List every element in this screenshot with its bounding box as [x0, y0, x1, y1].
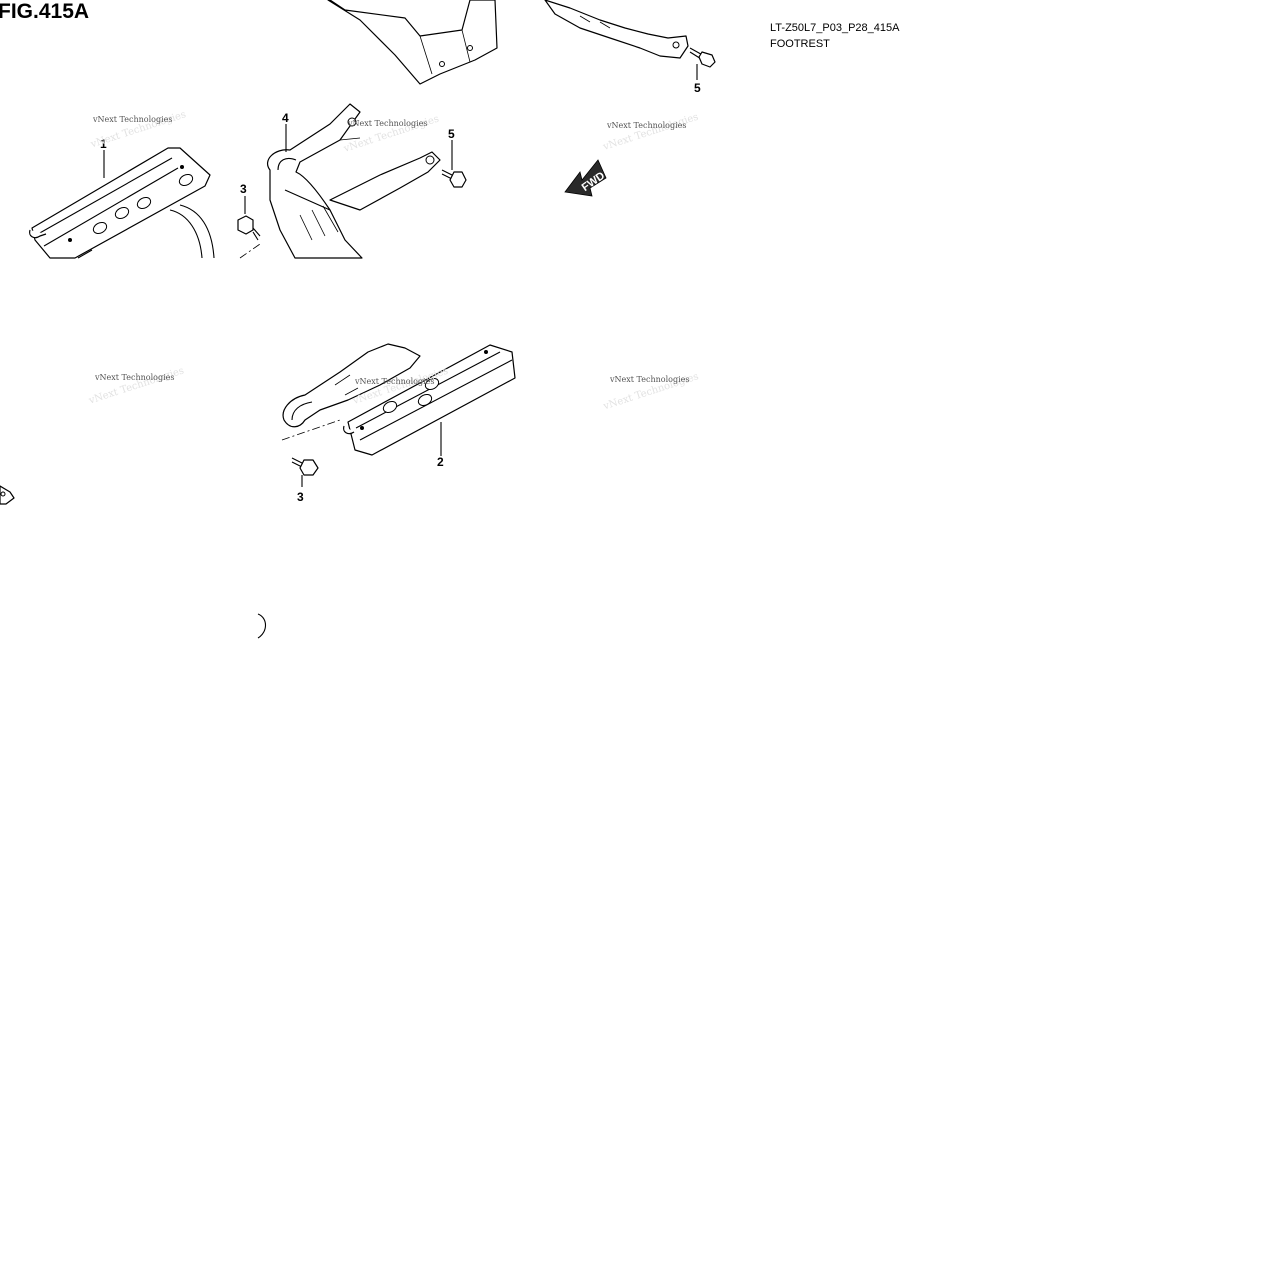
svg-text:vNext Technologies: vNext Technologies: [87, 365, 186, 406]
bolt-3-upper: [237, 196, 261, 259]
bolt-3-lower: [291, 457, 319, 487]
watermark-text: vNext Technologies: [92, 115, 172, 124]
callout-5-top: 5: [694, 81, 701, 95]
bolt-5-top: [689, 47, 716, 80]
watermark-text: vNext Technologies: [347, 119, 427, 128]
watermark-text: vNext Technologies: [354, 377, 434, 386]
watermark-2: vNext Technologies vNext Technologies: [342, 114, 441, 155]
step-plate-1: [29, 147, 215, 259]
figure-title: FIG.415A: [0, 0, 89, 23]
fwd-direction-arrow: FWD: [564, 159, 607, 197]
watermark-1: vNext Technologies vNext Technologies: [89, 109, 188, 150]
watermark-text: vNext Technologies: [94, 373, 174, 382]
figure-name: FOOTREST: [770, 38, 830, 50]
figure-code: LT-Z50L7_P03_P28_415A: [770, 22, 900, 34]
watermark-text: vNext Technologies: [609, 375, 689, 384]
callout-2: 2: [437, 455, 444, 469]
callout-3-lower: 3: [297, 490, 304, 504]
step-plate-2: [281, 343, 516, 456]
footrest-bracket-4: [267, 103, 441, 259]
watermark-text: vNext Technologies: [606, 121, 686, 130]
callout-5-middle: 5: [448, 127, 455, 141]
callout-3-upper: 3: [240, 182, 247, 196]
edge-fragment: [0, 485, 267, 639]
callout-1: 1: [100, 137, 107, 151]
bolt-5-middle: [441, 140, 467, 188]
watermark-6: vNext Technologies vNext Technologies: [601, 371, 700, 412]
svg-text:vNext Technologies: vNext Technologies: [601, 112, 700, 153]
watermark-4: vNext Technologies vNext Technologies: [87, 365, 186, 406]
top-footrest-assembly: [327, 0, 689, 85]
watermark-3: vNext Technologies vNext Technologies: [601, 112, 700, 153]
callout-4: 4: [282, 111, 289, 125]
